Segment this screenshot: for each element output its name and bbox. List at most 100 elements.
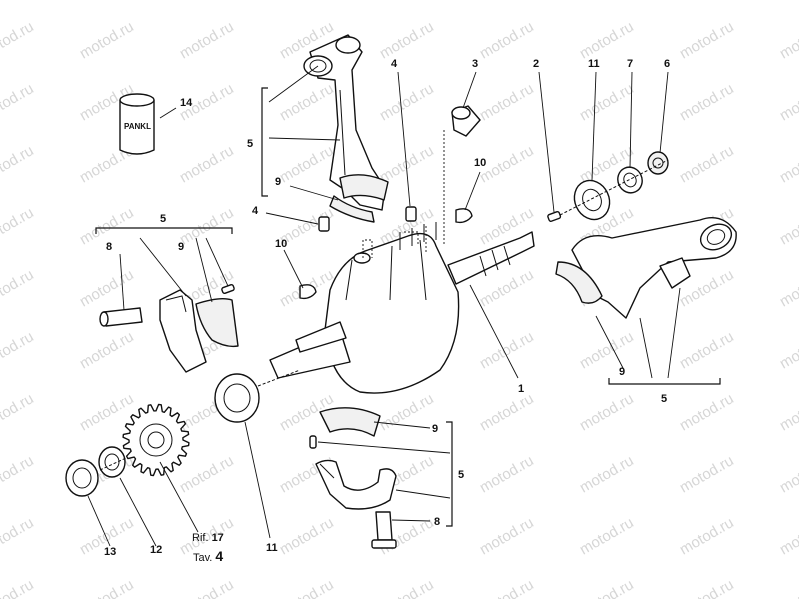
watermark-text: motod.ru <box>177 18 237 62</box>
callout-5-upper: 5 <box>247 138 253 150</box>
watermark-text: motod.ru <box>477 576 537 599</box>
watermark-text: motod.ru <box>0 576 37 599</box>
callout-10-left: 10 <box>275 238 287 250</box>
plug-part-10b <box>299 284 317 300</box>
callout-11-left: 11 <box>266 542 278 554</box>
watermark-text: motod.ru <box>677 514 737 558</box>
callout-7: 7 <box>627 58 633 70</box>
watermark-text: motod.ru <box>677 390 737 434</box>
watermark-text: motod.ru <box>377 576 437 599</box>
crankshaft-part-1 <box>269 222 535 394</box>
watermark-text: motod.ru <box>677 142 737 186</box>
watermark-text: motod.ru <box>377 18 437 62</box>
watermark-text: motod.ru <box>577 452 637 496</box>
callout-5-left: 5 <box>160 213 166 225</box>
watermark-text: motod.ru <box>577 514 637 558</box>
watermark-text: motod.ru <box>177 576 237 599</box>
dowel-part-2 <box>547 210 562 222</box>
watermark-text: motod.ru <box>0 18 37 62</box>
right-connecting-rod-part <box>555 217 737 319</box>
watermark-text: motod.ru <box>777 390 799 434</box>
pankl-can-part: PANKL <box>119 93 155 155</box>
watermark-text: motod.ru <box>177 142 237 186</box>
watermark-text: motod.ru <box>577 576 637 599</box>
callout-5-lower: 5 <box>458 469 464 481</box>
watermark-text: motod.ru <box>677 80 737 124</box>
rif-number: 17 <box>212 532 224 544</box>
plug-part-10a <box>455 208 473 224</box>
washer-part-12 <box>98 446 126 478</box>
callout-9-right: 9 <box>619 366 625 378</box>
callout-11-right: 11 <box>588 58 600 70</box>
watermark-text: motod.ru <box>277 142 337 186</box>
ring-part-6 <box>647 151 669 175</box>
rif-label: Rif. <box>192 532 209 544</box>
left-cap-group <box>99 283 239 373</box>
watermark-text: motod.ru <box>177 452 237 496</box>
watermark-text: motod.ru <box>77 328 137 372</box>
callout-5-right: 5 <box>661 393 667 405</box>
tav-label: Tav. <box>193 552 212 564</box>
pankl-label: PANKL <box>124 122 151 131</box>
callout-10-right: 10 <box>474 157 486 169</box>
callout-13: 13 <box>104 546 116 558</box>
watermark-text: motod.ru <box>0 514 37 558</box>
watermark-text: motod.ru <box>677 328 737 372</box>
watermark-text: motod.ru <box>777 204 799 248</box>
watermark-text: motod.ru <box>477 328 537 372</box>
watermark-text: motod.ru <box>777 576 799 599</box>
watermark-text: motod.ru <box>477 18 537 62</box>
callout-1: 1 <box>518 383 524 395</box>
watermark-text: motod.ru <box>577 18 637 62</box>
shim-ring-part-11-right <box>573 179 611 221</box>
watermark-text: motod.ru <box>677 18 737 62</box>
watermark-text: motod.ru <box>477 452 537 496</box>
callout-4-left: 4 <box>252 205 259 217</box>
watermark-text: motod.ru <box>377 80 437 124</box>
pin-part-4b <box>318 216 330 232</box>
watermark-text: motod.ru <box>777 514 799 558</box>
watermark-text: motod.ru <box>0 80 37 124</box>
watermark-text: motod.ru <box>177 204 237 248</box>
lower-bearing-group <box>309 407 397 549</box>
watermark-text: motod.ru <box>777 142 799 186</box>
watermark-text: motod.ru <box>477 266 537 310</box>
watermark-text: motod.ru <box>777 328 799 372</box>
watermark-text: motod.ru <box>777 18 799 62</box>
watermark-text: motod.ru <box>577 80 637 124</box>
watermark-text: motod.ru <box>277 80 337 124</box>
callout-8-lower: 8 <box>434 516 440 528</box>
tav-number: 4 <box>215 548 223 564</box>
nut-part-13 <box>65 459 99 497</box>
callout-14: 14 <box>180 97 193 109</box>
watermark-text: motod.ru <box>777 452 799 496</box>
bushing-part-3 <box>451 105 481 137</box>
callout-8-left: 8 <box>106 241 112 253</box>
watermark-text: motod.ru <box>0 204 37 248</box>
callout-9-left: 9 <box>178 241 184 253</box>
watermark-text: motod.ru <box>277 514 337 558</box>
watermark-text: motod.ru <box>677 576 737 599</box>
svg-text:Tav. 4: Tav. 4 <box>193 548 223 564</box>
ring-part-7 <box>617 166 643 194</box>
watermark-text: motod.ru <box>477 80 537 124</box>
watermark-text: motod.ru <box>477 390 537 434</box>
watermark-text: motod.ru <box>77 576 137 599</box>
watermark-text: motod.ru <box>477 514 537 558</box>
callout-4-upper: 4 <box>391 58 398 70</box>
callout-2: 2 <box>533 58 539 70</box>
watermark-text: motod.ru <box>277 576 337 599</box>
watermark-text: motod.ru <box>0 452 37 496</box>
watermark-text: motod.ru <box>77 266 137 310</box>
watermark-text: motod.ru <box>0 390 37 434</box>
watermark-text: motod.ru <box>777 266 799 310</box>
watermark-text: motod.ru <box>77 18 137 62</box>
reference-block: Rif. 17 Tav. 4 <box>192 532 224 564</box>
watermark-text: motod.ru <box>777 80 799 124</box>
shim-ring-part-11-left <box>214 373 260 423</box>
svg-text:Rif. 17: Rif. 17 <box>192 532 224 544</box>
callout-9-upper: 9 <box>275 176 281 188</box>
watermark-text: motod.ru <box>577 390 637 434</box>
callout-12: 12 <box>150 544 162 556</box>
